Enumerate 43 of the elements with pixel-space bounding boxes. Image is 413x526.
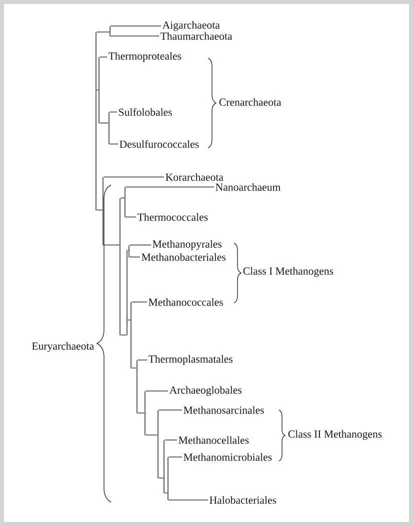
branch-line — [164, 492, 168, 494]
taxon-label: Methanococcales — [148, 298, 223, 306]
branch-line — [125, 216, 136, 218]
taxon-label: Methanopyrales — [152, 240, 222, 250]
vertical-branch-line — [130, 302, 132, 368]
clade-label: Class II Methanogens — [288, 430, 382, 440]
vertical-branch-line — [144, 391, 146, 436]
branch-line — [99, 56, 108, 58]
taxon-label: Thaumarchaeota — [160, 32, 232, 40]
clade-label: Crenarchaeota — [219, 98, 282, 106]
vertical-branch-line — [102, 177, 104, 246]
branch-line — [145, 434, 158, 436]
vertical-branch-line — [124, 187, 126, 218]
taxon-label: Methanomicrobiales — [184, 453, 272, 461]
vertical-branch-line — [136, 360, 138, 414]
taxon-label: Korarchaeota — [166, 173, 224, 181]
branch-line — [145, 390, 168, 392]
vertical-branch-line — [98, 57, 100, 124]
taxon-label: Thermococcales — [138, 213, 208, 221]
clade-label: Euryarchaeota — [32, 342, 94, 352]
branch-line — [103, 244, 120, 246]
taxon-label: Archaeoglobales — [169, 386, 242, 396]
taxon-label: Aigarchaeota — [162, 21, 220, 31]
branch-line — [168, 456, 182, 458]
vertical-branch-line — [108, 112, 110, 144]
taxon-label: Methanobacteriales — [142, 253, 226, 261]
taxon-label: Sulfolobales — [119, 108, 172, 116]
clade-label: Class I Methanogens — [243, 267, 334, 277]
branch-line — [99, 122, 109, 124]
branch-line — [129, 244, 152, 246]
branch-line — [129, 256, 140, 258]
vertical-branch-line — [128, 245, 130, 258]
branch-line — [125, 186, 214, 188]
taxon-label: Nanoarchaeum — [216, 183, 281, 191]
branch-line — [103, 176, 164, 178]
branch-line — [137, 412, 145, 414]
branch-line — [120, 334, 127, 336]
taxon-label: Desulfurococcales — [120, 140, 199, 148]
taxon-label: Methanosarcinales — [184, 406, 264, 414]
taxon-label: Thermoproteales — [108, 52, 182, 62]
taxon-label: Halobacteriales — [210, 496, 276, 504]
taxon-label: Thermoplasmatales — [148, 355, 233, 365]
taxon-label: Methanocellales — [178, 436, 249, 444]
